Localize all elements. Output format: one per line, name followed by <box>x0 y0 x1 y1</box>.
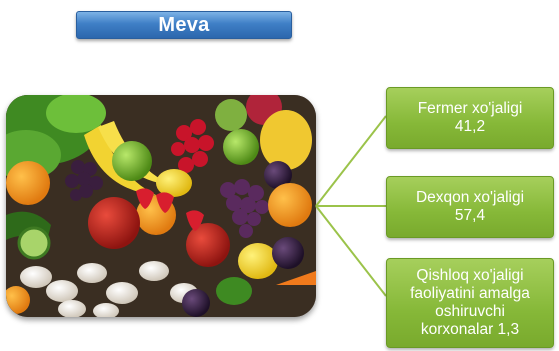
category-name: Fermer xo'jaligi <box>417 100 523 117</box>
category-line: oshiruvchi <box>435 303 505 320</box>
connector-line-3 <box>315 205 387 297</box>
category-name: Dexqon xo'jaligi <box>415 189 525 206</box>
category-line: korxonalar 1,3 <box>420 321 520 338</box>
category-box-fermer: Fermer xo'jaligi 41,2 <box>386 87 554 149</box>
category-value: 41,2 <box>454 118 486 135</box>
category-line: faoliyatini amalga <box>410 285 530 302</box>
title-box: Meva <box>76 11 292 39</box>
fruit-vegetable-photo <box>6 95 316 317</box>
title-text: Meva <box>158 13 210 36</box>
category-line: Qishloq xo'jaligi <box>416 267 524 284</box>
category-value: 57,4 <box>454 207 486 224</box>
connector-line-1 <box>315 115 387 207</box>
category-box-korxonalar: Qishloq xo'jaligi faoliyatini amalga osh… <box>386 258 554 348</box>
category-box-dexqon: Dexqon xo'jaligi 57,4 <box>386 176 554 238</box>
